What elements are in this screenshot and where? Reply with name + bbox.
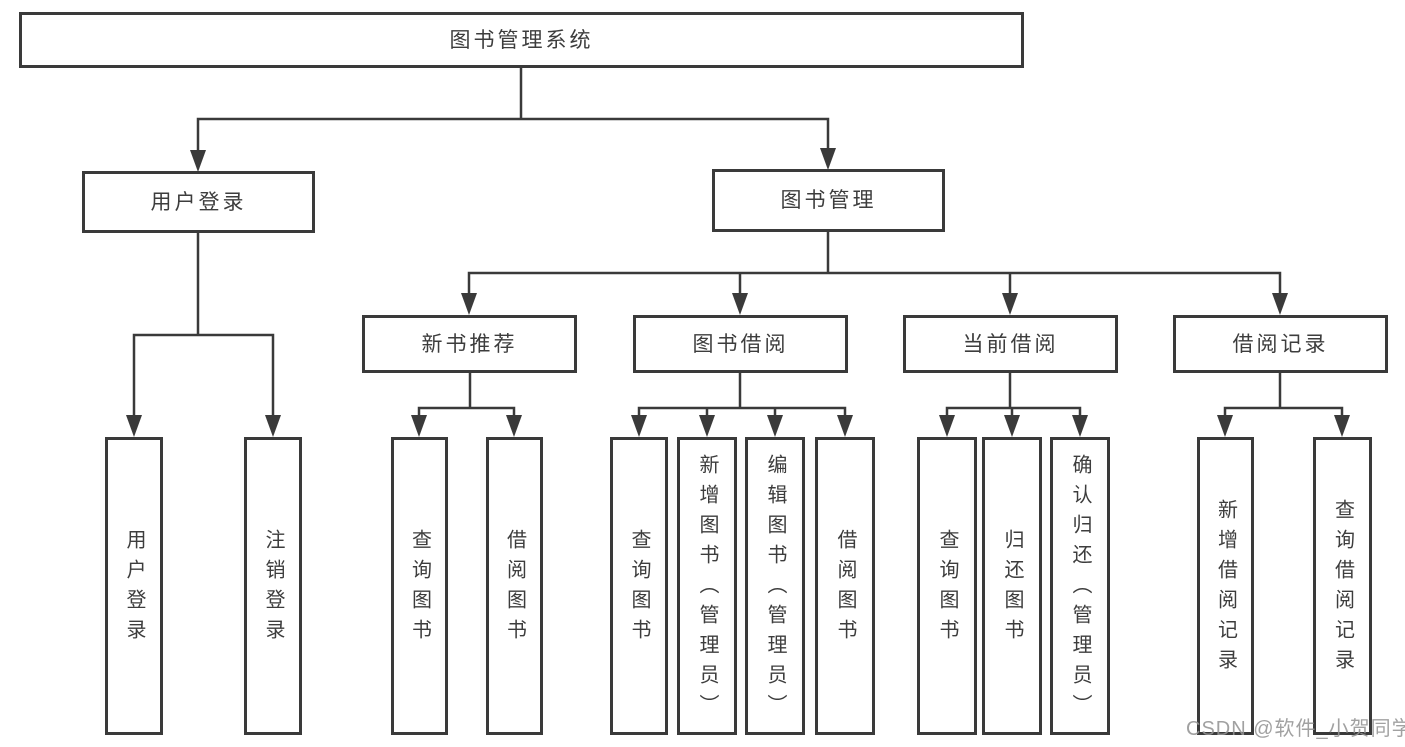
- node-leaf-return-book-label: 归还图书: [1001, 529, 1023, 649]
- node-borrow-records: 借阅记录: [1173, 315, 1388, 373]
- node-leaf-borrow-book-rec: 借阅图书: [486, 437, 543, 735]
- node-user-login-label: 用户登录: [150, 190, 247, 214]
- node-leaf-query-borrow-record: 查询借阅记录: [1313, 437, 1372, 735]
- node-leaf-logout-label: 注销登录: [262, 529, 284, 649]
- node-leaf-edit-book-admin-label: 编辑图书（管理员）: [764, 454, 786, 724]
- node-leaf-query-book-rec: 查询图书: [391, 437, 448, 735]
- node-leaf-add-book-admin: 新增图书（管理员）: [677, 437, 737, 735]
- node-root: 图书管理系统: [19, 12, 1024, 68]
- node-leaf-logout: 注销登录: [244, 437, 302, 735]
- node-leaf-edit-book-admin: 编辑图书（管理员）: [745, 437, 805, 735]
- node-root-label: 图书管理系统: [449, 28, 594, 52]
- node-book-borrow-label: 图书借阅: [692, 332, 789, 356]
- node-leaf-add-borrow-record: 新增借阅记录: [1197, 437, 1254, 735]
- arrowheads: [126, 148, 1350, 437]
- csdn-watermark: CSDN @软件_小贺同学: [1186, 718, 1405, 740]
- node-current-borrow-label: 当前借阅: [962, 332, 1059, 356]
- node-current-borrow: 当前借阅: [903, 315, 1118, 373]
- node-leaf-add-borrow-record-label: 新增借阅记录: [1214, 499, 1237, 679]
- node-leaf-user-login: 用户登录: [105, 437, 163, 735]
- node-leaf-borrow-book-borrow: 借阅图书: [815, 437, 875, 735]
- node-borrow-records-label: 借阅记录: [1232, 332, 1329, 356]
- node-new-book-recommend-label: 新书推荐: [421, 332, 518, 356]
- node-leaf-borrow-book-borrow-label: 借阅图书: [834, 529, 856, 649]
- node-user-login: 用户登录: [82, 171, 315, 233]
- node-book-mgmt-label: 图书管理: [780, 189, 877, 212]
- node-leaf-query-book-borrow-label: 查询图书: [628, 529, 650, 649]
- node-new-book-recommend: 新书推荐: [362, 315, 577, 373]
- node-book-borrow: 图书借阅: [633, 315, 848, 373]
- node-leaf-query-book-rec-label: 查询图书: [408, 529, 431, 649]
- node-leaf-borrow-book-rec-label: 借阅图书: [503, 529, 526, 649]
- node-leaf-query-book-borrow: 查询图书: [610, 437, 668, 735]
- node-leaf-query-borrow-record-label: 查询借阅记录: [1331, 499, 1354, 679]
- node-leaf-user-login-label: 用户登录: [123, 529, 145, 649]
- node-leaf-confirm-return-admin-label: 确认归还（管理员）: [1069, 454, 1091, 724]
- node-leaf-add-book-admin-label: 新增图书（管理员）: [696, 454, 718, 724]
- node-leaf-query-book-current-label: 查询图书: [936, 529, 958, 649]
- node-leaf-return-book: 归还图书: [982, 437, 1042, 735]
- node-book-mgmt: 图书管理: [712, 169, 945, 232]
- node-leaf-query-book-current: 查询图书: [917, 437, 977, 735]
- node-leaf-confirm-return-admin: 确认归还（管理员）: [1050, 437, 1110, 735]
